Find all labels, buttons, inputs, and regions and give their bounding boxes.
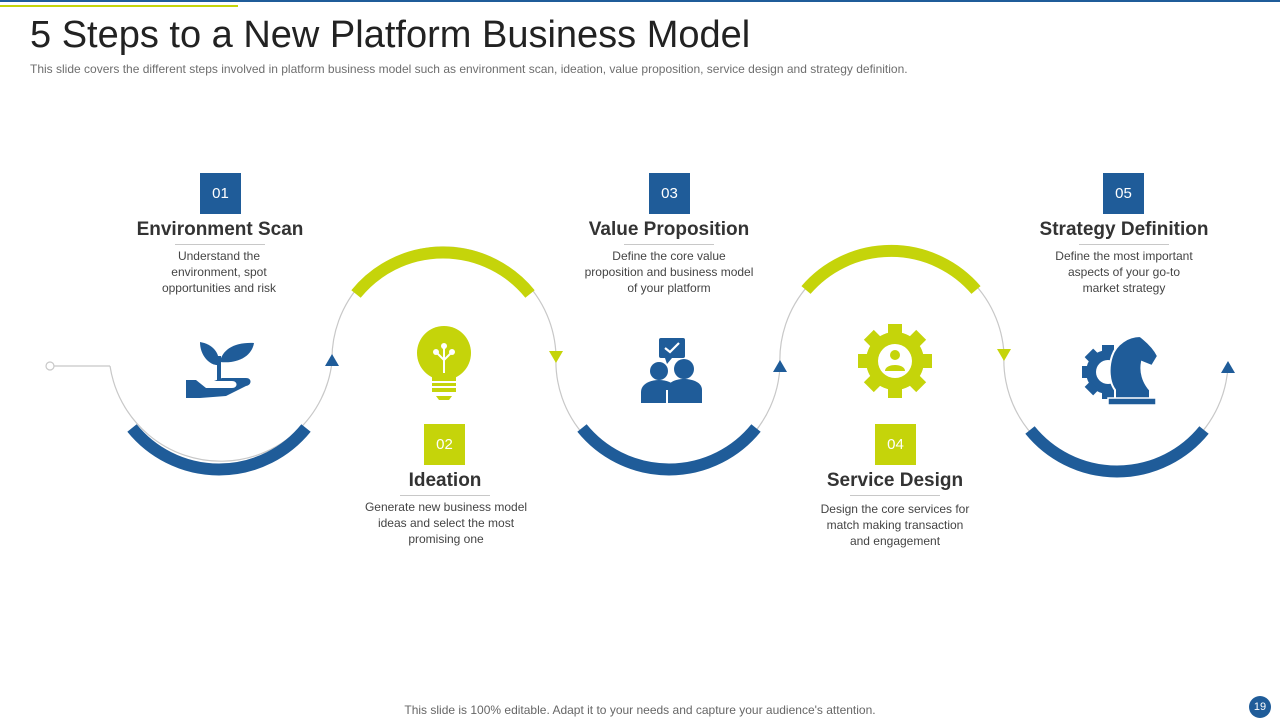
step-desc-05: Define the most important aspects of you… xyxy=(1024,248,1224,296)
page-number-badge: 19 xyxy=(1249,696,1271,718)
arc-step-02 xyxy=(351,246,535,298)
step-title-environment-scan: Environment Scan xyxy=(136,219,304,240)
step-number-01: 01 xyxy=(200,173,241,214)
step-title-rule-02 xyxy=(400,495,490,496)
arrow-down-4 xyxy=(997,349,1011,361)
step-desc-03: Define the core value proposition and bu… xyxy=(559,248,779,296)
arrow-up-3 xyxy=(773,360,787,372)
step-title-rule-04 xyxy=(850,495,940,496)
step-desc-02-line-3: promising one xyxy=(408,532,484,546)
arc-step-04 xyxy=(801,244,981,294)
lightbulb-icon xyxy=(417,326,471,400)
step-desc-04-line-2: match making transaction xyxy=(826,518,964,532)
chess-knight-gear-icon xyxy=(1082,334,1160,406)
step-desc-02: Generate new business model ideas and se… xyxy=(336,499,556,547)
step-title-strategy-definition: Strategy Definition xyxy=(1039,219,1209,240)
slide-subtitle: This slide covers the different steps in… xyxy=(30,62,908,76)
step-desc-02-line-1: Generate new business model xyxy=(364,500,528,514)
people-chat-icon xyxy=(641,338,702,403)
arrow-down-2 xyxy=(549,351,563,363)
step-desc-01-line-3: opportunities and risk xyxy=(161,281,277,295)
start-dot xyxy=(45,361,55,371)
step-title-rule-05 xyxy=(1079,244,1169,245)
step-desc-01-line-2: environment, spot xyxy=(171,265,267,279)
arc-step-01 xyxy=(127,424,311,476)
step-title-service-design: Service Design xyxy=(826,470,964,491)
arrow-up-5 xyxy=(1221,361,1235,373)
step-desc-05-line-3: market strategy xyxy=(1082,281,1166,295)
step-desc-04-line-1: Design the core services for xyxy=(820,502,970,516)
step-desc-04-line-3: and engagement xyxy=(849,534,941,548)
step-title-value-proposition: Value Proposition xyxy=(588,219,750,240)
step-number-04: 04 xyxy=(875,424,916,465)
top-accent-line xyxy=(0,5,238,7)
step-desc-01: Understand the environment, spot opportu… xyxy=(119,248,319,296)
step-number-02: 02 xyxy=(424,424,465,465)
step-desc-03-line-2: proposition and business model xyxy=(584,265,754,279)
slide-title: 5 Steps to a New Platform Business Model xyxy=(30,14,751,56)
step-desc-02-line-2: ideas and select the most xyxy=(377,516,515,530)
arc-step-05 xyxy=(1025,426,1209,478)
top-border-line xyxy=(0,0,1280,2)
gear-person-icon xyxy=(858,324,932,398)
step-title-rule-01 xyxy=(175,244,265,245)
step-number-03: 03 xyxy=(649,173,690,214)
step-desc-05-line-2: aspects of your go-to xyxy=(1067,265,1181,279)
step-desc-03-line-3: of your platform xyxy=(627,281,711,295)
step-desc-01-line-1: Understand the xyxy=(177,249,261,263)
arrow-up-1 xyxy=(325,354,339,366)
arc-step-03 xyxy=(577,424,761,476)
step-desc-05-line-1: Define the most important xyxy=(1055,249,1193,263)
step-number-05: 05 xyxy=(1103,173,1144,214)
step-title-rule-03 xyxy=(624,244,714,245)
step-desc-04: Design the core services for match makin… xyxy=(785,501,1005,549)
slide-footer-note: This slide is 100% editable. Adapt it to… xyxy=(404,703,876,717)
plant-hand-icon xyxy=(186,342,254,398)
step-desc-03-line-1: Define the core value xyxy=(612,249,726,263)
step-title-ideation: Ideation xyxy=(408,470,482,491)
